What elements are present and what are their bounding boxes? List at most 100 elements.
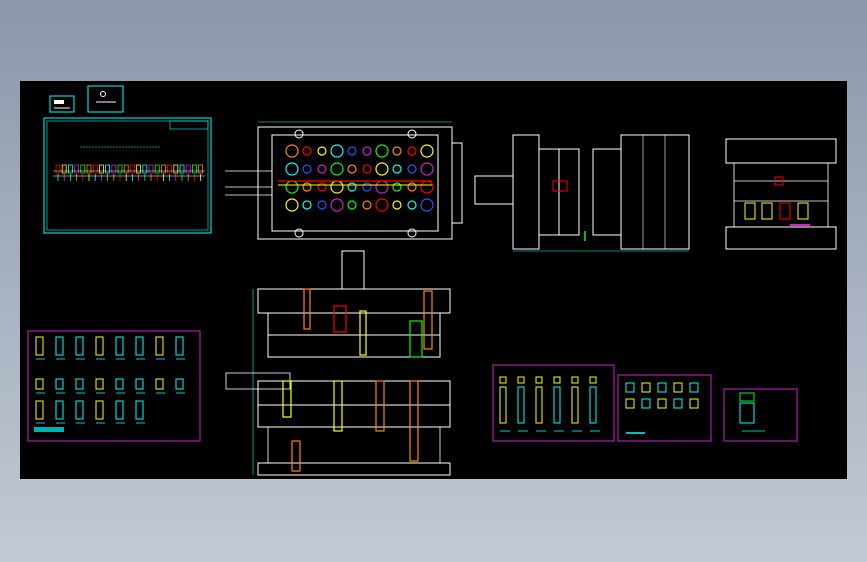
plan-hole (362, 164, 372, 174)
insert-body (535, 386, 543, 424)
plan-hole (302, 182, 312, 192)
small-part (689, 398, 699, 409)
insert-head (571, 376, 579, 384)
punch-part (95, 400, 104, 420)
plan-hole (420, 198, 434, 212)
insert-parts-table (492, 364, 615, 442)
small-part (689, 382, 699, 393)
plan-hole (317, 182, 327, 192)
guide-post (294, 228, 304, 238)
strip-layout-sheet (43, 117, 212, 234)
small-part (625, 398, 635, 409)
punch-part (175, 378, 184, 390)
plan-hole (285, 198, 299, 212)
strip-station (74, 164, 79, 174)
strip-station (191, 164, 197, 174)
small-part (625, 382, 635, 393)
punch-part (75, 378, 84, 390)
strip-station (179, 164, 185, 174)
die-section-view (225, 250, 451, 476)
plan-hole (347, 146, 357, 156)
plan-hole (347, 164, 357, 174)
punch-part (95, 378, 104, 390)
insert-body (571, 386, 579, 424)
strip-station (148, 164, 154, 174)
punch-part (175, 336, 184, 356)
insert-body (517, 386, 525, 424)
strip-station (55, 164, 61, 174)
strip-station (86, 164, 92, 174)
small-part (673, 398, 683, 409)
plan-hole (330, 180, 344, 194)
plan-hole (392, 164, 402, 174)
plan-hole (347, 200, 357, 210)
insert-head (517, 376, 525, 384)
plan-hole (302, 164, 312, 174)
strip-station (173, 164, 179, 174)
strip-station (185, 164, 191, 174)
strip-station (167, 164, 173, 174)
punch-part (35, 378, 44, 390)
strip-station (160, 164, 166, 174)
plan-hole (420, 162, 434, 176)
guide-post (294, 129, 304, 139)
die-side-views (474, 134, 690, 252)
plan-hole (375, 180, 389, 194)
insert-body (499, 386, 507, 424)
plan-hole (330, 162, 344, 176)
cad-viewport[interactable] (20, 81, 847, 479)
strip-station (68, 164, 73, 174)
plan-hole (302, 146, 312, 156)
punch-part (135, 336, 144, 356)
punch-part (115, 400, 124, 420)
strip-station (99, 164, 104, 174)
plan-hole (407, 200, 417, 210)
punch-part (35, 336, 44, 356)
plan-hole (407, 182, 417, 192)
plan-hole (375, 198, 389, 212)
plan-hole (375, 162, 389, 176)
plan-hole (317, 164, 327, 174)
plan-hole (392, 200, 402, 210)
insert-head (589, 376, 597, 384)
plan-hole (362, 146, 372, 156)
insert-body (589, 386, 597, 424)
plan-hole (420, 180, 434, 194)
plan-hole (285, 162, 299, 176)
insert-head (499, 376, 507, 384)
punch-part (55, 400, 64, 420)
small-part (657, 398, 667, 409)
small-part (641, 382, 651, 393)
strip-station (117, 164, 123, 174)
logo-block-icon (87, 85, 124, 113)
plan-hole (420, 144, 434, 158)
punch-parts-table (27, 330, 201, 442)
punch-part (75, 400, 84, 420)
die-plan-view (225, 121, 463, 240)
insert-head (535, 376, 543, 384)
punch-part (115, 378, 124, 390)
plan-hole (302, 200, 312, 210)
plan-hole (407, 146, 417, 156)
punch-part (135, 400, 144, 420)
die-end-view (725, 138, 837, 250)
single-part-detail (723, 388, 798, 442)
punch-part (55, 378, 64, 390)
punch-part (135, 378, 144, 390)
plan-hole (330, 144, 344, 158)
plan-hole (392, 182, 402, 192)
small-part (673, 382, 683, 393)
guide-post (407, 129, 417, 139)
punch-part (75, 336, 84, 356)
plan-hole (407, 164, 417, 174)
strip-station (105, 164, 110, 174)
strip-station (136, 164, 141, 174)
plan-hole (285, 180, 299, 194)
strip-station (80, 164, 86, 174)
strip-station (92, 164, 98, 174)
plan-hole (362, 182, 372, 192)
plan-hole (347, 182, 357, 192)
punch-part (55, 336, 64, 356)
plan-hole (285, 144, 299, 158)
small-part (657, 382, 667, 393)
